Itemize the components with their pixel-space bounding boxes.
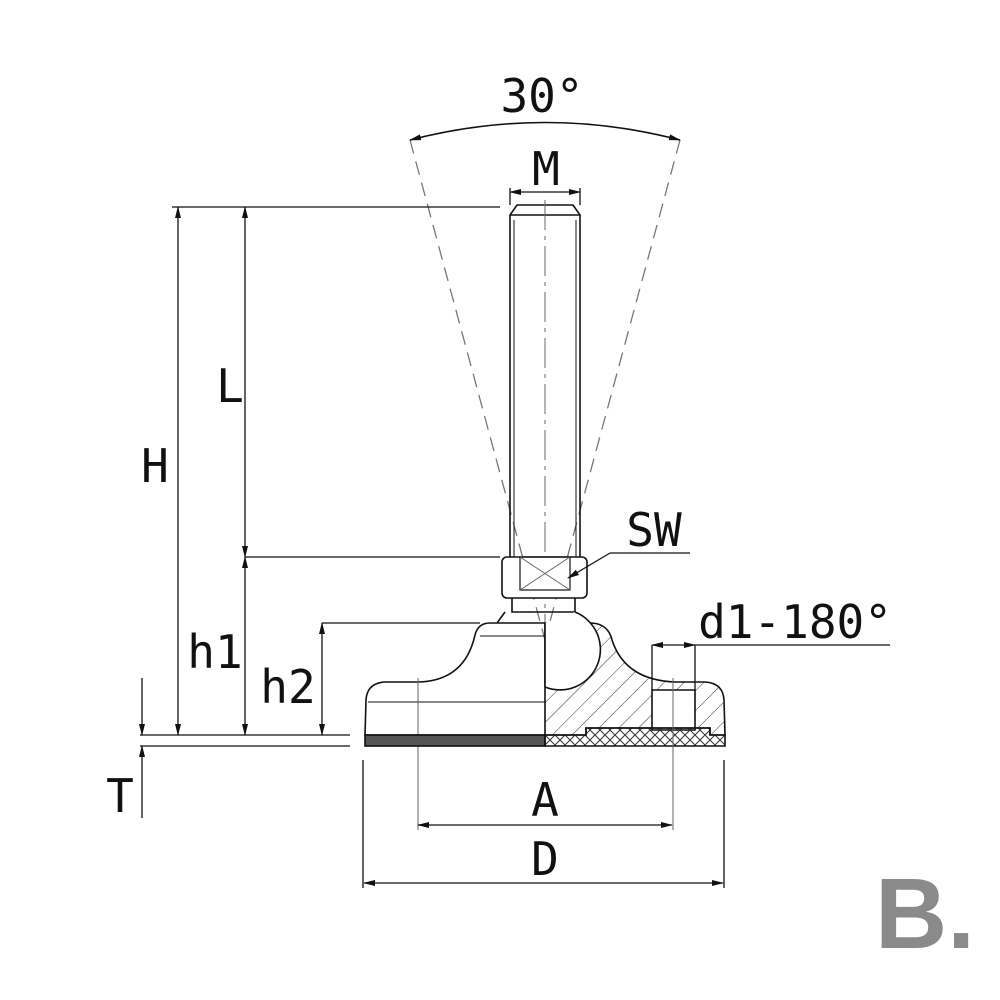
base-left-view [364, 611, 546, 830]
hole-spacing-label: A [531, 773, 559, 827]
brand-logo: B. [875, 858, 975, 970]
threaded-stud [509, 200, 581, 750]
h2-label: h2 [260, 660, 315, 714]
dimension-lines [139, 188, 890, 888]
overall-height-label: H [141, 439, 169, 493]
wrench-size-label: SW [626, 503, 682, 557]
thread-length-label: L [216, 359, 244, 413]
pad-thickness-label: T [106, 769, 134, 823]
hex-nut [501, 556, 588, 613]
h1-label: h1 [187, 625, 242, 679]
base-section-view [544, 611, 726, 830]
thread-label: M [532, 142, 560, 196]
hole-label: d1-180° [698, 595, 892, 649]
angle-label: 30° [500, 69, 583, 123]
rubber-pad-section [544, 727, 726, 747]
base-diameter-label: D [531, 832, 559, 886]
rubber-pad [364, 734, 546, 747]
